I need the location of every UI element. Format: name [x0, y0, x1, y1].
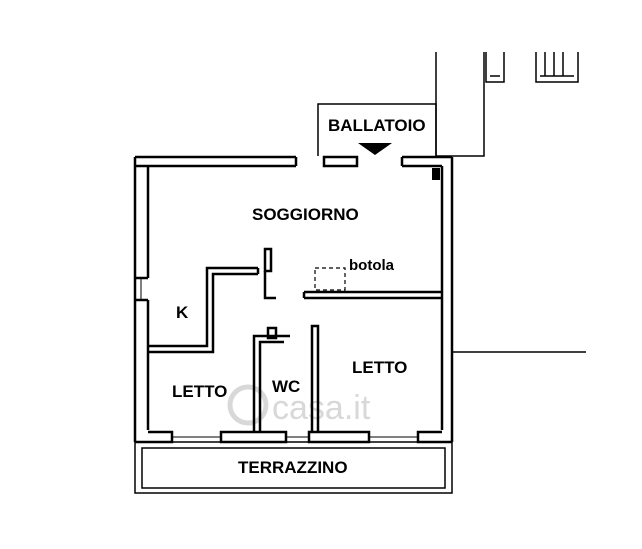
label-botola: botola: [349, 257, 395, 274]
label-kitchen: K: [176, 303, 189, 322]
interior-walls: [148, 247, 442, 432]
neighbor-structures: [435, 52, 579, 157]
label-letto-right: LETTO: [352, 358, 407, 377]
label-letto-left: LETTO: [172, 382, 227, 401]
ballatoio-outline: [317, 103, 437, 156]
corner-fill: [432, 168, 440, 180]
windows: [140, 278, 418, 438]
label-wc: WC: [272, 377, 300, 396]
label-soggiorno: SOGGIORNO: [252, 205, 359, 224]
label-terrazzino: TERRAZZINO: [238, 458, 348, 477]
watermark: casa.it: [227, 384, 371, 427]
watermark-text: casa.it: [272, 389, 371, 427]
label-ballatoio: BALLATOIO: [328, 116, 426, 135]
botola-hatch: [314, 267, 346, 291]
entrance-arrow-icon: [358, 143, 392, 155]
terrazzino-outline: [134, 441, 453, 494]
